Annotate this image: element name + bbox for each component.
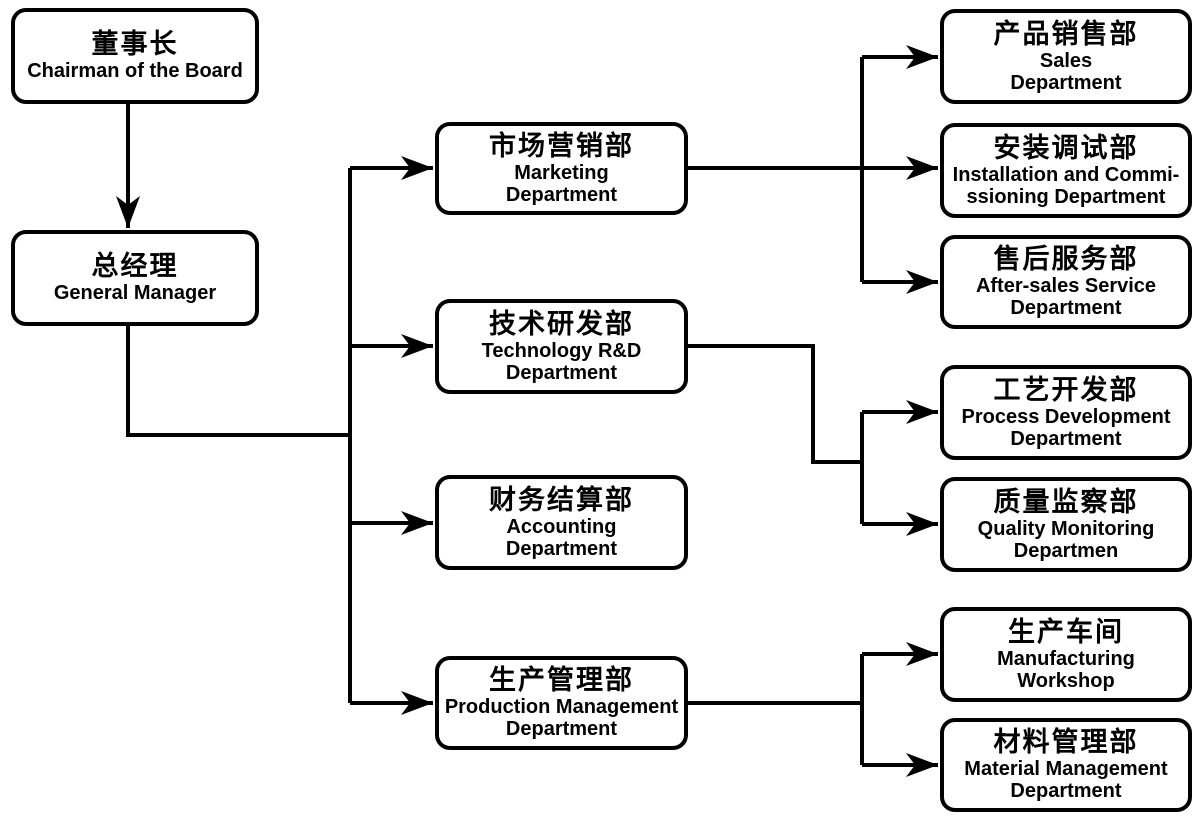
node-quality-title-zh: 质量监察部 <box>993 486 1139 517</box>
node-accounting-title-en: Accounting Department <box>505 515 618 560</box>
node-production-title-zh: 生产管理部 <box>489 665 634 696</box>
node-material-management-department: 材料管理部 Material Management Department <box>940 718 1192 812</box>
node-sales-title-en: Sales Department <box>1010 49 1122 94</box>
node-after-sales-title-zh: 售后服务部 <box>993 244 1139 275</box>
node-marketing-title-zh: 市场营销部 <box>489 130 634 161</box>
node-after-sales-title-en: After-sales Service Department <box>975 275 1157 320</box>
node-material-title-en: Material Management Department <box>964 758 1168 803</box>
node-process-development-department: 工艺开发部 Process Development Department <box>940 365 1192 460</box>
node-production-title-en: Production Management Department <box>444 696 679 741</box>
node-accounting-department: 财务结算部 Accounting Department <box>435 475 688 570</box>
node-workshop-title-zh: 生产车间 <box>1008 616 1124 647</box>
node-installation-title-zh: 安装调试部 <box>993 132 1139 163</box>
node-sales-title-zh: 产品销售部 <box>993 18 1139 49</box>
node-manufacturing-workshop: 生产车间 Manufacturing Workshop <box>940 607 1192 702</box>
node-general-manager-title-zh: 总经理 <box>91 251 179 282</box>
node-technology-rd-title-en: Technology R&D Department <box>481 339 642 384</box>
node-chairman-title-en: Chairman of the Board <box>27 60 243 83</box>
node-technology-rd-title-zh: 技术研发部 <box>489 308 634 339</box>
node-sales-department: 产品销售部 Sales Department <box>940 9 1192 104</box>
node-process-dev-title-zh: 工艺开发部 <box>993 374 1139 405</box>
node-technology-rd-department: 技术研发部 Technology R&D Department <box>435 299 688 394</box>
node-workshop-title-en: Manufacturing Workshop <box>997 647 1135 692</box>
node-production-management-department: 生产管理部 Production Management Department <box>435 656 688 750</box>
node-marketing-title-en: Marketing Department <box>505 161 618 206</box>
node-general-manager: 总经理 General Manager <box>11 230 259 326</box>
node-after-sales-service-department: 售后服务部 After-sales Service Department <box>940 235 1192 329</box>
node-marketing-department: 市场营销部 Marketing Department <box>435 122 688 215</box>
node-accounting-title-zh: 财务结算部 <box>489 484 634 515</box>
node-installation-commissioning-department: 安装调试部 Installation and Commi- ssioning D… <box>940 123 1192 218</box>
node-material-title-zh: 材料管理部 <box>993 727 1139 758</box>
node-quality-monitoring-department: 质量监察部 Quality Monitoring Departmen <box>940 477 1192 572</box>
node-quality-title-en: Quality Monitoring Departmen <box>977 517 1155 562</box>
connector-gm-feed <box>126 326 350 437</box>
node-installation-title-en: Installation and Commi- ssioning Departm… <box>952 163 1180 208</box>
node-general-manager-title-en: General Manager <box>53 282 217 305</box>
node-chairman: 董事长 Chairman of the Board <box>11 8 259 104</box>
node-process-dev-title-en: Process Development Department <box>961 405 1171 450</box>
connector-technology-feed <box>688 344 862 464</box>
node-chairman-title-zh: 董事长 <box>91 29 179 60</box>
